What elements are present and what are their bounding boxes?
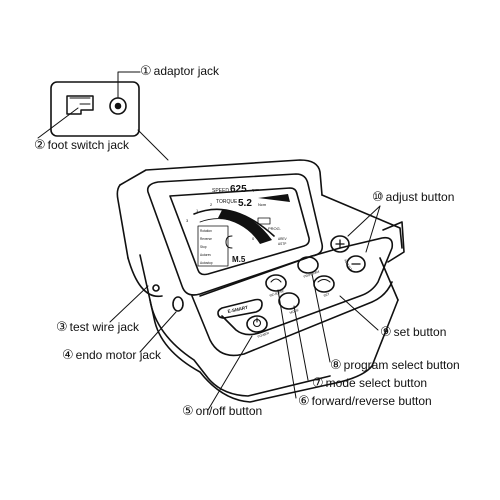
button-program-label: PROGRAM — [303, 269, 320, 279]
lcd-prog-label: PROG. — [268, 226, 281, 231]
button-mode[interactable] — [278, 292, 300, 310]
lcd-menu-item: Autostop — [200, 261, 213, 265]
button-adjust-plus[interactable] — [330, 235, 350, 253]
lcd-status-astp: ASTP — [278, 242, 286, 246]
callout-number: ⑩ — [372, 189, 384, 204]
callout-label: program select button — [343, 358, 460, 372]
button-adjust-minus[interactable] — [346, 255, 366, 273]
lcd-dial-tick: 3 — [186, 218, 189, 223]
lcd-speed-value: 625 — [230, 184, 247, 195]
rear-jacks-inset — [50, 81, 140, 137]
button-mode-label: MODE — [289, 308, 299, 315]
button-power-label: POWER — [257, 331, 270, 339]
callout-number: ④ — [62, 347, 74, 362]
callout-number: ① — [140, 63, 152, 78]
lcd-torque-unit: Ncm — [258, 202, 267, 207]
lcd-torque-label: TORQUE — [216, 199, 238, 205]
lcd-dial-tick: 2 — [210, 202, 213, 207]
callout-number: ⑨ — [380, 324, 392, 339]
button-set-label: SET — [323, 292, 330, 298]
lcd-speed-unit: rpm — [252, 187, 260, 192]
callout-label: adjust button — [385, 190, 455, 204]
device-labels: SPEED 625 rpm TORQUE 5.2 Ncm PROG. M.5 R… — [186, 184, 353, 339]
callout-number: ⑥ — [298, 393, 310, 408]
callout-number: ⑦ — [312, 375, 324, 390]
callout-number: ⑤ — [182, 403, 194, 418]
callout-label: forward/reverse button — [311, 394, 432, 408]
button-power[interactable] — [246, 315, 268, 333]
lcd-speed-label: SPEED — [212, 188, 229, 194]
button-program[interactable] — [297, 256, 319, 274]
callout-number: ⑧ — [330, 357, 342, 372]
lcd-torque-value: 5.2 — [238, 198, 252, 209]
callout-number: ③ — [56, 319, 68, 334]
leader-lines — [37, 71, 381, 411]
callout-label: endo motor jack — [75, 348, 162, 362]
callout-number: ② — [34, 137, 46, 152]
callout-label: mode select button — [325, 376, 428, 390]
lcd-screen — [169, 187, 310, 276]
device-body — [116, 159, 405, 403]
lcd-menu-item: Reverse — [200, 237, 212, 241]
button-set[interactable] — [313, 275, 335, 293]
callout-label: test wire jack — [69, 320, 140, 334]
lcd-dial-tick: 1 — [196, 208, 199, 213]
button-esmart-label: E-SMART — [227, 305, 248, 314]
callout-label: foot switch jack — [47, 138, 130, 152]
lcd-menu-item: Rotation — [200, 229, 212, 233]
callout-label: adaptor jack — [153, 64, 220, 78]
lcd-status-arev: AREV — [278, 237, 288, 241]
lcd-menu-item: Stop — [200, 245, 207, 249]
button-reverse-label: REVERSE — [269, 289, 285, 298]
lcd-mode-value: M.5 — [232, 255, 246, 264]
button-reverse[interactable] — [265, 274, 287, 292]
callout-label: on/off button — [195, 404, 263, 418]
lcd-dial-tick: 0 — [252, 236, 255, 241]
lcd-menu-item: Autorev — [200, 253, 211, 257]
button-esmart[interactable] — [217, 298, 263, 319]
button-adjust-label: ADJUST — [343, 259, 353, 272]
callout-label: set button — [393, 325, 447, 339]
